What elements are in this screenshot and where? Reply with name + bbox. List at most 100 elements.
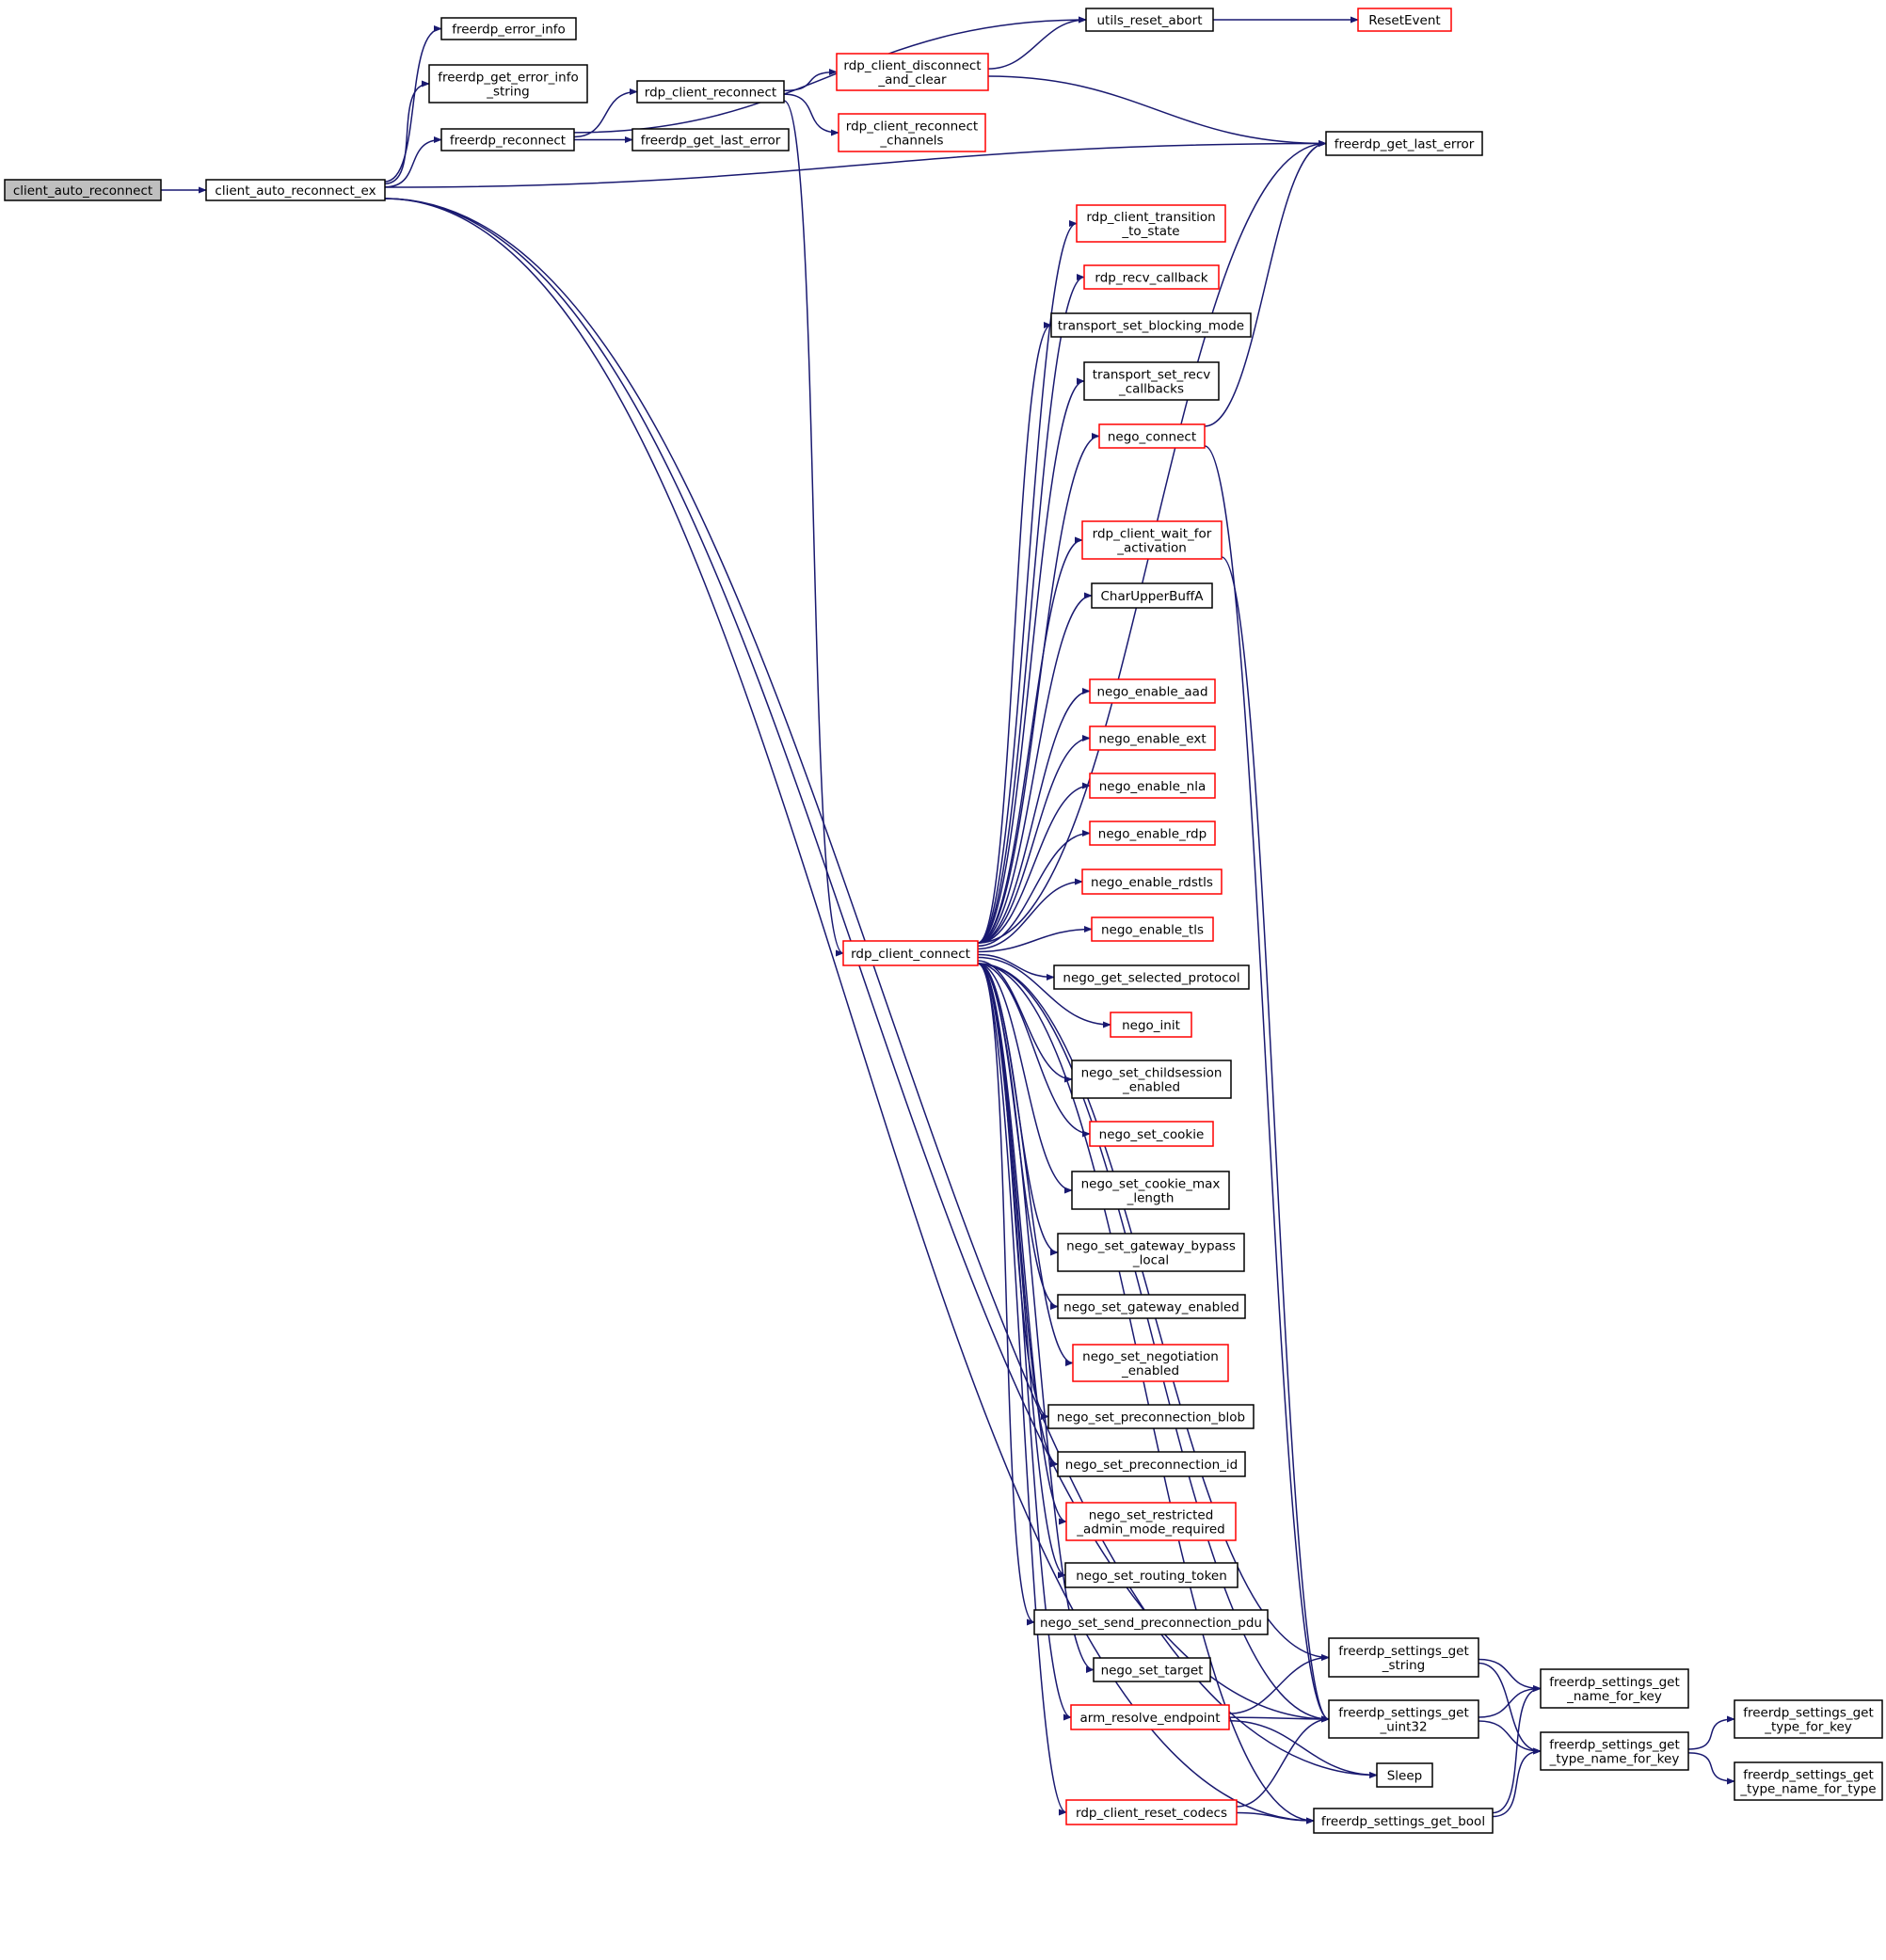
call-edge xyxy=(1478,1720,1542,1755)
function-node[interactable]: nego_set_target xyxy=(1093,1657,1211,1682)
call-edge xyxy=(977,963,1073,1194)
function-node[interactable]: rdp_client_connect xyxy=(842,940,979,966)
call-edge xyxy=(977,220,1078,944)
function-node[interactable]: nego_set_restricted_admin_mode_required xyxy=(1065,1502,1237,1541)
function-node-box xyxy=(836,53,989,91)
function-node-box xyxy=(1064,1562,1239,1588)
function-node-box xyxy=(1057,1294,1246,1319)
function-node-box xyxy=(1083,361,1220,401)
function-node[interactable]: freerdp_error_info xyxy=(440,17,577,40)
function-node[interactable]: nego_set_cookie xyxy=(1089,1121,1214,1147)
function-node[interactable]: nego_connect xyxy=(1098,423,1206,449)
function-node[interactable]: nego_set_preconnection_blob xyxy=(1047,1404,1255,1429)
function-node[interactable]: rdp_client_reconnect xyxy=(636,80,785,104)
call-edge xyxy=(573,16,1087,134)
function-node[interactable]: rdp_client_disconnect_and_clear xyxy=(836,53,989,91)
function-node[interactable]: ResetEvent xyxy=(1357,8,1452,32)
function-node[interactable]: nego_set_gateway_bypass_local xyxy=(1057,1233,1245,1272)
function-node[interactable]: freerdp_settings_get_type_name_for_key xyxy=(1540,1731,1689,1771)
call-edge xyxy=(977,963,1067,1525)
call-edges xyxy=(160,16,1735,1825)
function-node[interactable]: nego_enable_ext xyxy=(1089,725,1216,751)
function-node-label: nego_enable_nla xyxy=(1099,779,1207,794)
function-node-label: _type_name_for_key xyxy=(1549,1752,1680,1767)
function-node[interactable]: nego_enable_rdstls xyxy=(1081,868,1223,895)
function-node[interactable]: freerdp_get_last_error xyxy=(631,128,790,151)
function-node-label: freerdp_error_info xyxy=(452,23,566,38)
function-node-box xyxy=(1089,821,1216,846)
function-node[interactable]: freerdp_reconnect xyxy=(440,128,575,151)
function-node[interactable]: nego_set_gateway_enabled xyxy=(1057,1294,1246,1319)
function-node[interactable]: CharUpperBuffA xyxy=(1091,582,1213,609)
function-node[interactable]: freerdp_settings_get_type_name_for_type xyxy=(1734,1761,1883,1801)
function-node-label: nego_get_selected_protocol xyxy=(1063,971,1239,986)
function-node-label: nego_enable_rdp xyxy=(1098,827,1207,842)
function-node[interactable]: freerdp_settings_get_bool xyxy=(1313,1808,1494,1834)
function-node-box xyxy=(1081,868,1223,895)
function-node[interactable]: freerdp_settings_get_type_for_key xyxy=(1734,1699,1883,1739)
function-node[interactable]: nego_init xyxy=(1110,1012,1192,1038)
function-node[interactable]: utils_reset_abort xyxy=(1085,8,1214,32)
function-node-box xyxy=(1734,1761,1883,1801)
call-edge xyxy=(384,24,442,183)
function-node-label: _enabled xyxy=(1121,1363,1179,1378)
function-node[interactable]: client_auto_reconnect_ex xyxy=(205,179,386,201)
function-node[interactable]: freerdp_get_last_error xyxy=(1325,131,1483,156)
function-node[interactable]: freerdp_get_error_info_string xyxy=(428,64,588,104)
call-edge xyxy=(1687,1715,1735,1750)
function-node[interactable]: nego_set_childsession_enabled xyxy=(1071,1060,1232,1099)
call-edge xyxy=(1478,1662,1542,1755)
call-edge xyxy=(1492,1747,1542,1818)
function-node[interactable]: rdp_client_wait_for_activation xyxy=(1081,520,1223,560)
function-node[interactable]: freerdp_settings_get_string xyxy=(1328,1637,1479,1678)
function-node[interactable]: nego_set_cookie_max_length xyxy=(1071,1171,1230,1210)
function-node-label: nego_set_negotiation xyxy=(1082,1349,1219,1364)
function-node[interactable]: freerdp_settings_get_uint32 xyxy=(1328,1699,1479,1739)
function-node-box xyxy=(1093,1657,1211,1682)
call-edge xyxy=(977,322,1052,944)
function-node-box xyxy=(1313,1808,1494,1834)
function-node[interactable]: Sleep xyxy=(1376,1762,1433,1788)
function-node[interactable]: rdp_client_reset_codecs xyxy=(1065,1799,1238,1825)
function-node[interactable]: nego_set_send_preconnection_pdu xyxy=(1033,1609,1269,1635)
function-node[interactable]: nego_set_negotiation_enabled xyxy=(1072,1344,1229,1382)
function-node-box xyxy=(1085,8,1214,32)
function-node-box xyxy=(440,17,577,40)
function-node-box xyxy=(1376,1762,1433,1788)
call-edge xyxy=(1478,1684,1542,1718)
function-node-box xyxy=(1070,1704,1230,1730)
function-node[interactable]: transport_set_blocking_mode xyxy=(1050,312,1252,338)
function-node-box xyxy=(1734,1699,1883,1739)
function-node[interactable]: nego_set_preconnection_id xyxy=(1057,1451,1246,1477)
function-node[interactable]: nego_enable_rdp xyxy=(1089,821,1216,846)
function-node[interactable]: transport_set_recv_callbacks xyxy=(1083,361,1220,401)
function-node[interactable]: nego_enable_nla xyxy=(1089,773,1216,799)
function-node-label: freerdp_settings_get xyxy=(1549,1675,1680,1690)
function-node-label: nego_set_preconnection_id xyxy=(1065,1458,1238,1473)
function-node-label: nego_set_routing_token xyxy=(1076,1569,1227,1584)
function-node-label: nego_connect xyxy=(1108,430,1196,445)
function-node-label: rdp_client_transition xyxy=(1086,210,1215,225)
function-node[interactable]: rdp_client_transition_to_state xyxy=(1076,204,1226,243)
function-node[interactable]: nego_enable_tls xyxy=(1091,916,1214,942)
function-node[interactable]: client_auto_reconnect xyxy=(4,179,162,201)
function-node-box xyxy=(838,113,986,152)
function-node[interactable]: nego_enable_aad xyxy=(1089,678,1216,704)
function-node-label: nego_enable_tls xyxy=(1101,923,1204,938)
call-edge xyxy=(977,953,1055,981)
call-edge xyxy=(1687,1752,1735,1785)
function-node[interactable]: arm_resolve_endpoint xyxy=(1070,1704,1230,1730)
function-node-label: _length xyxy=(1127,1191,1175,1206)
function-node[interactable]: nego_set_routing_token xyxy=(1064,1562,1239,1588)
function-node[interactable]: freerdp_settings_get_name_for_key xyxy=(1540,1668,1689,1709)
function-node-box xyxy=(440,128,575,151)
function-node-box xyxy=(1072,1344,1229,1382)
function-node-box xyxy=(631,128,790,151)
function-node-label: freerdp_settings_get xyxy=(1549,1738,1680,1753)
function-node-label: _local xyxy=(1132,1253,1169,1268)
function-node[interactable]: rdp_client_reconnect_channels xyxy=(838,113,986,152)
function-node[interactable]: nego_get_selected_protocol xyxy=(1053,964,1250,990)
function-node-box xyxy=(1540,1668,1689,1709)
function-node-box xyxy=(1033,1609,1269,1635)
function-node[interactable]: rdp_recv_callback xyxy=(1083,264,1220,290)
